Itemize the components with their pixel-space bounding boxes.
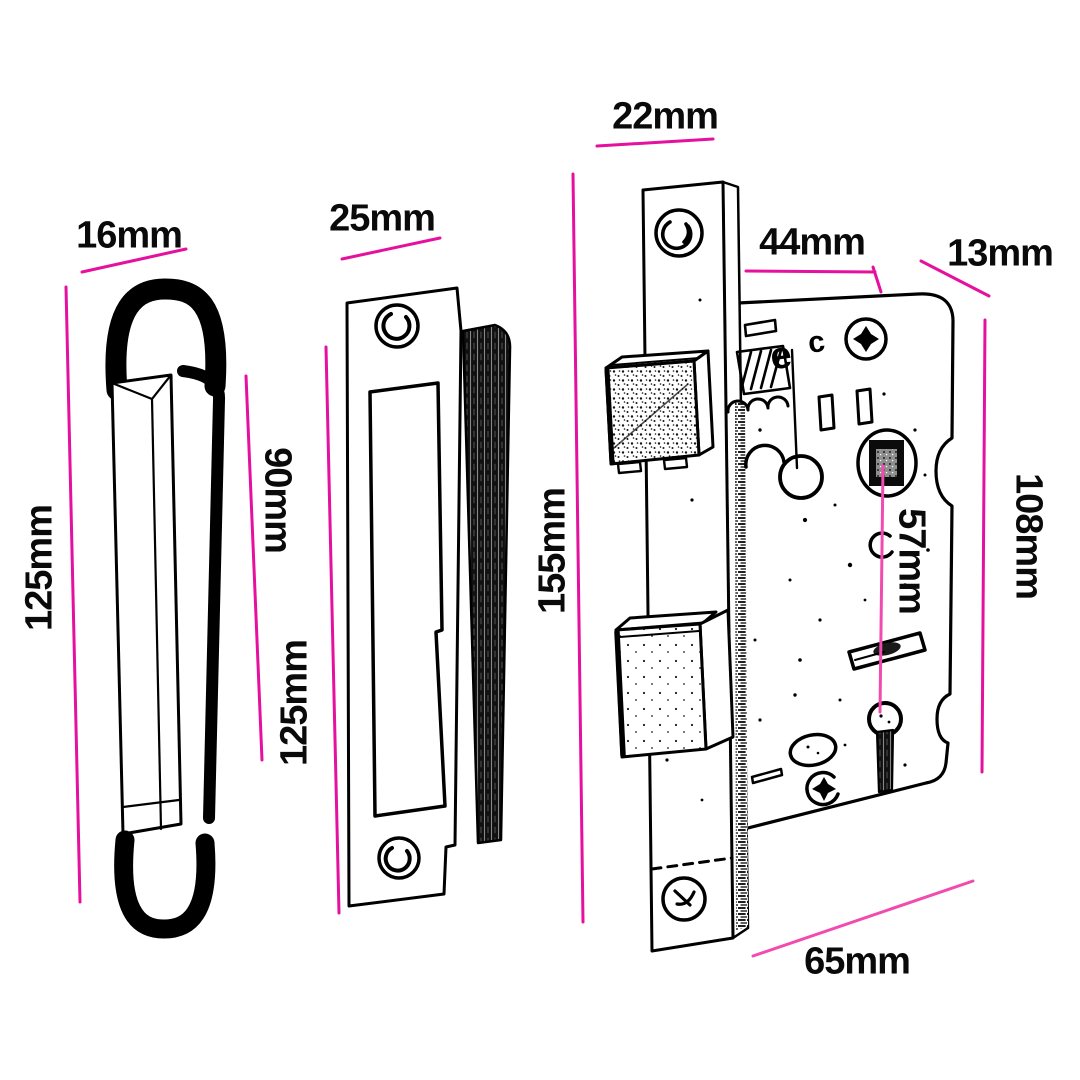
case-hole <box>778 454 824 500</box>
dim-line-16mm <box>80 247 188 274</box>
lock-body-drawing: e c <box>604 180 955 953</box>
latch-spring-mechanism <box>726 318 799 470</box>
dim-line-57mm <box>878 464 885 714</box>
dimension-lines <box>64 137 991 958</box>
case-screw-top <box>844 317 888 361</box>
strike-plate-drawing <box>345 286 512 908</box>
dust-box-top-ring <box>105 278 227 401</box>
dim-line-13mm <box>919 259 991 298</box>
dust-box-bottom-ring <box>114 830 216 939</box>
strike-plate-screw-hole-top <box>374 303 420 349</box>
dim-line-125mm-mid <box>324 345 341 915</box>
dim-line-155mm <box>571 172 585 924</box>
dimension-label-faceplate-width: 22mm <box>612 95 719 138</box>
dimension-label-case-height: 108mm <box>1007 473 1050 599</box>
strike-plate-flange <box>461 323 512 845</box>
latch-bolt <box>604 349 715 475</box>
case-dash-slot <box>750 767 784 785</box>
dim-line-108mm <box>980 318 987 774</box>
strike-plate-screw-hole-bottom <box>377 836 421 880</box>
dim-line-65mm <box>751 879 975 958</box>
dimension-label-faceplate-height: 155mm <box>531 488 574 614</box>
dim-line-125mm-left <box>64 285 82 904</box>
dimension-label-spindle-to-keyhole: 57mm <box>890 508 933 614</box>
ink-specks <box>665 298 930 802</box>
case-screw-bottom <box>805 770 840 807</box>
case-stamp-letter-c: c <box>806 325 827 360</box>
dimension-label-case-depth: 65mm <box>804 940 911 983</box>
dimension-label-dust-box-width: 16mm <box>76 214 183 257</box>
dim-line-25mm <box>340 236 442 261</box>
case-slot-left <box>817 393 836 432</box>
deadbolt <box>614 608 735 759</box>
lock-faceplate <box>641 180 735 953</box>
dust-box-drawing <box>105 278 227 939</box>
dimension-label-dust-box-depth: 90mm <box>256 447 299 553</box>
faceplate-screw-hole-top <box>654 208 704 258</box>
case-screw-top-star <box>853 326 879 352</box>
spindle-follower <box>856 428 918 498</box>
dimension-label-case-corner-offset: 13mm <box>947 232 1054 275</box>
dimension-label-backset: 44mm <box>759 221 866 264</box>
keyhole <box>867 701 903 794</box>
dimension-label-dust-box-height: 125mm <box>18 505 61 631</box>
dim-line-22mm <box>595 137 715 148</box>
dust-box-body <box>110 373 183 836</box>
dimension-label-strike-plate-width: 25mm <box>329 197 436 240</box>
case-oval-hole <box>788 732 838 768</box>
dimension-label-strike-plate-height: 125mm <box>273 640 316 766</box>
lock-case <box>736 292 955 831</box>
case-slot-right <box>855 387 874 426</box>
strike-plate-cutout <box>368 381 447 818</box>
dim-line-44mm <box>744 265 883 294</box>
dim-line-90mm <box>244 374 264 762</box>
dust-box-side-shadow <box>177 365 225 824</box>
faceplate-screw-hole-bottom <box>661 876 707 922</box>
